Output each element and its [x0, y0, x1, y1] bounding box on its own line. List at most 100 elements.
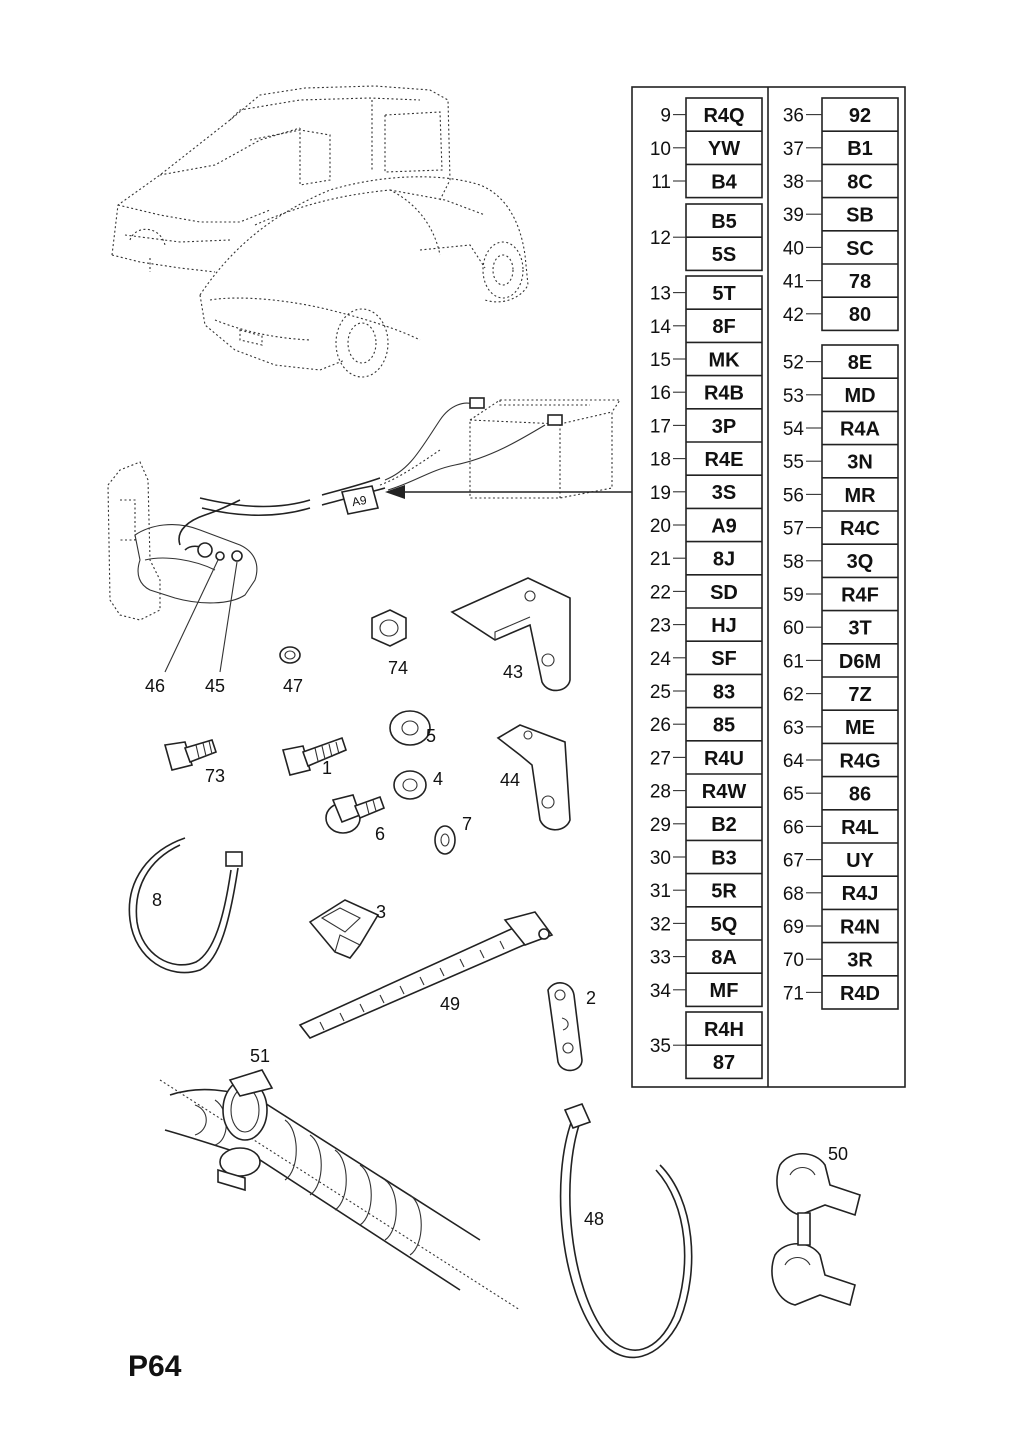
ref-number: 20	[650, 516, 671, 537]
cable-tie-48	[559, 1102, 693, 1359]
code-cell: 7Z	[848, 684, 871, 706]
tag-label: A9	[351, 493, 368, 509]
ref-number: 32	[650, 914, 671, 935]
part-label: 2	[586, 988, 596, 1008]
code-cell: 78	[849, 271, 871, 293]
code-cell: 8F	[712, 316, 735, 338]
code-cell: B3	[711, 847, 737, 869]
code-cell: YW	[708, 138, 740, 160]
code-cell: SB	[846, 205, 874, 227]
van-illustration	[111, 85, 451, 273]
ref-number: 18	[650, 450, 671, 471]
ref-number: 57	[783, 519, 804, 540]
code-cell: 3R	[847, 950, 873, 972]
ref-number: 58	[783, 552, 804, 573]
code-cell: R4U	[704, 748, 744, 770]
ref-number: 23	[650, 616, 671, 637]
tag-a9: A9	[341, 485, 379, 515]
part-label: 47	[283, 676, 303, 696]
code-cell: R4W	[702, 781, 747, 803]
ref-number: 25	[650, 682, 671, 703]
ref-number: 24	[650, 649, 672, 670]
ref-number: 56	[783, 485, 804, 506]
clip-3	[308, 899, 380, 959]
code-cell: MF	[710, 980, 739, 1002]
battery	[469, 397, 622, 499]
ref-number: 65	[783, 784, 804, 805]
code-cell: R4N	[840, 916, 880, 938]
plate-2	[547, 982, 583, 1072]
flat-washer-4	[393, 770, 427, 800]
double-clip-50	[771, 1152, 861, 1307]
ref-number: 30	[650, 848, 671, 869]
ref-number: 62	[783, 685, 804, 706]
ref-number: 9	[660, 106, 671, 127]
part-label: 1	[322, 758, 332, 778]
ref-number: 55	[783, 452, 804, 473]
vehicle-illustrations	[111, 85, 529, 378]
ref-number: 41	[783, 272, 804, 293]
code-cell: 5T	[712, 283, 735, 305]
ref-number: 54	[783, 419, 805, 440]
ref-number: 21	[650, 549, 671, 570]
code-cell: 92	[849, 105, 871, 127]
part-label: 7	[462, 814, 472, 834]
ref-number: 17	[650, 416, 671, 437]
ref-number: 29	[650, 815, 671, 836]
flat-washer-7	[434, 825, 456, 855]
engine-bay-detail: A9	[107, 397, 632, 673]
code-cell: 3T	[848, 618, 871, 640]
hex-nut-74	[371, 609, 407, 647]
bracket-43	[450, 577, 571, 692]
flat-washer-5	[389, 710, 431, 746]
part-label: 46	[145, 676, 165, 696]
part-label: 45	[205, 676, 225, 696]
part-label: 51	[250, 1046, 270, 1066]
code-cell: 3Q	[847, 551, 874, 573]
code-cell: 80	[849, 304, 871, 326]
code-cell: R4J	[842, 883, 879, 905]
ref-number: 35	[650, 1036, 671, 1057]
ref-number: 33	[650, 948, 671, 969]
ref-number: 12	[650, 228, 671, 249]
ref-number: 61	[783, 651, 804, 672]
code-cell: SC	[846, 238, 874, 260]
code-cell: B4	[711, 171, 737, 193]
ref-number: 60	[783, 618, 804, 639]
code-cell: UY	[846, 850, 874, 872]
code-cell: 5S	[712, 244, 736, 266]
ref-number: 14	[650, 317, 672, 338]
code-cell: SF	[711, 648, 737, 670]
code-cell: R4C	[840, 518, 880, 540]
ref-number: 10	[650, 139, 671, 160]
ref-number: 59	[783, 585, 804, 606]
bracket-44	[496, 724, 571, 831]
code-cell: B2	[711, 814, 737, 836]
part-label: 4	[433, 769, 443, 789]
flange-bolt-6	[325, 794, 386, 834]
part-label: 43	[503, 662, 523, 682]
code-cell: 5Q	[711, 914, 738, 936]
code-cell: A9	[711, 515, 737, 537]
code-cell: B5	[711, 211, 737, 233]
ref-number: 71	[783, 983, 804, 1004]
hose-clamp-51	[159, 1069, 521, 1311]
part-label: 3	[376, 902, 386, 922]
cable-tie-8	[128, 837, 243, 974]
part-label: 74	[388, 658, 408, 678]
ref-number: 22	[650, 582, 671, 603]
code-cell: R4B	[704, 383, 744, 405]
ref-number: 38	[783, 172, 804, 193]
code-cell: R4A	[840, 418, 880, 440]
code-cell: 86	[849, 784, 871, 806]
code-cell: MR	[844, 485, 876, 507]
bolt-73	[163, 739, 218, 771]
code-cell: D6M	[839, 651, 881, 673]
ref-number: 68	[783, 884, 804, 905]
ref-number: 40	[783, 238, 804, 259]
bolt-1	[281, 736, 347, 776]
ref-number: 26	[650, 715, 671, 736]
code-cell: ME	[845, 717, 875, 739]
